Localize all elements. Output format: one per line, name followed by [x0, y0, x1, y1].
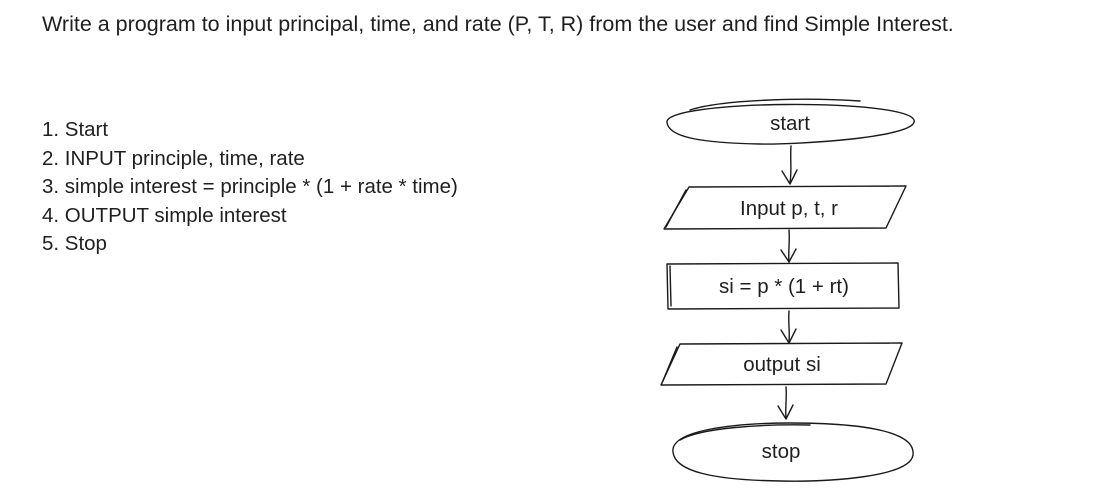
algorithm-step-4: 4. OUTPUT simple interest — [42, 203, 287, 227]
algorithm-step-1: 1. Start — [42, 118, 109, 141]
algorithm-step-5: 5. Stop — [42, 232, 107, 255]
flowchart-output-label: output si — [743, 353, 821, 376]
algorithm-step-2: 2. INPUT principle, time, rate — [42, 146, 305, 170]
flowchart-input-label: Input p, t, r — [740, 197, 838, 220]
flowchart-process-shape — [666, 262, 900, 310]
flowchart-output-shape — [660, 342, 903, 386]
flowchart-stop-terminal — [672, 422, 914, 482]
flowchart-arrow-4 — [777, 386, 794, 420]
flowchart-start-terminal — [666, 98, 915, 145]
flowchart-arrow-1 — [781, 145, 798, 185]
algorithm-steps: 1. Start 2. INPUT principle, time, rate … — [42, 116, 458, 259]
flowchart-process-label: si = p * (1 + rt) — [719, 275, 849, 298]
flowchart-input-shape — [663, 185, 907, 230]
algorithm-step-3: 3. simple interest = principle * (1 + ra… — [42, 175, 458, 198]
flowchart-stop-label: stop — [762, 440, 801, 463]
flowchart-arrow-2 — [780, 229, 797, 263]
flowchart-arrow-3 — [780, 310, 797, 344]
question-text: Write a program to input principal, time… — [42, 12, 954, 36]
flowchart-start-label: start — [770, 112, 810, 135]
